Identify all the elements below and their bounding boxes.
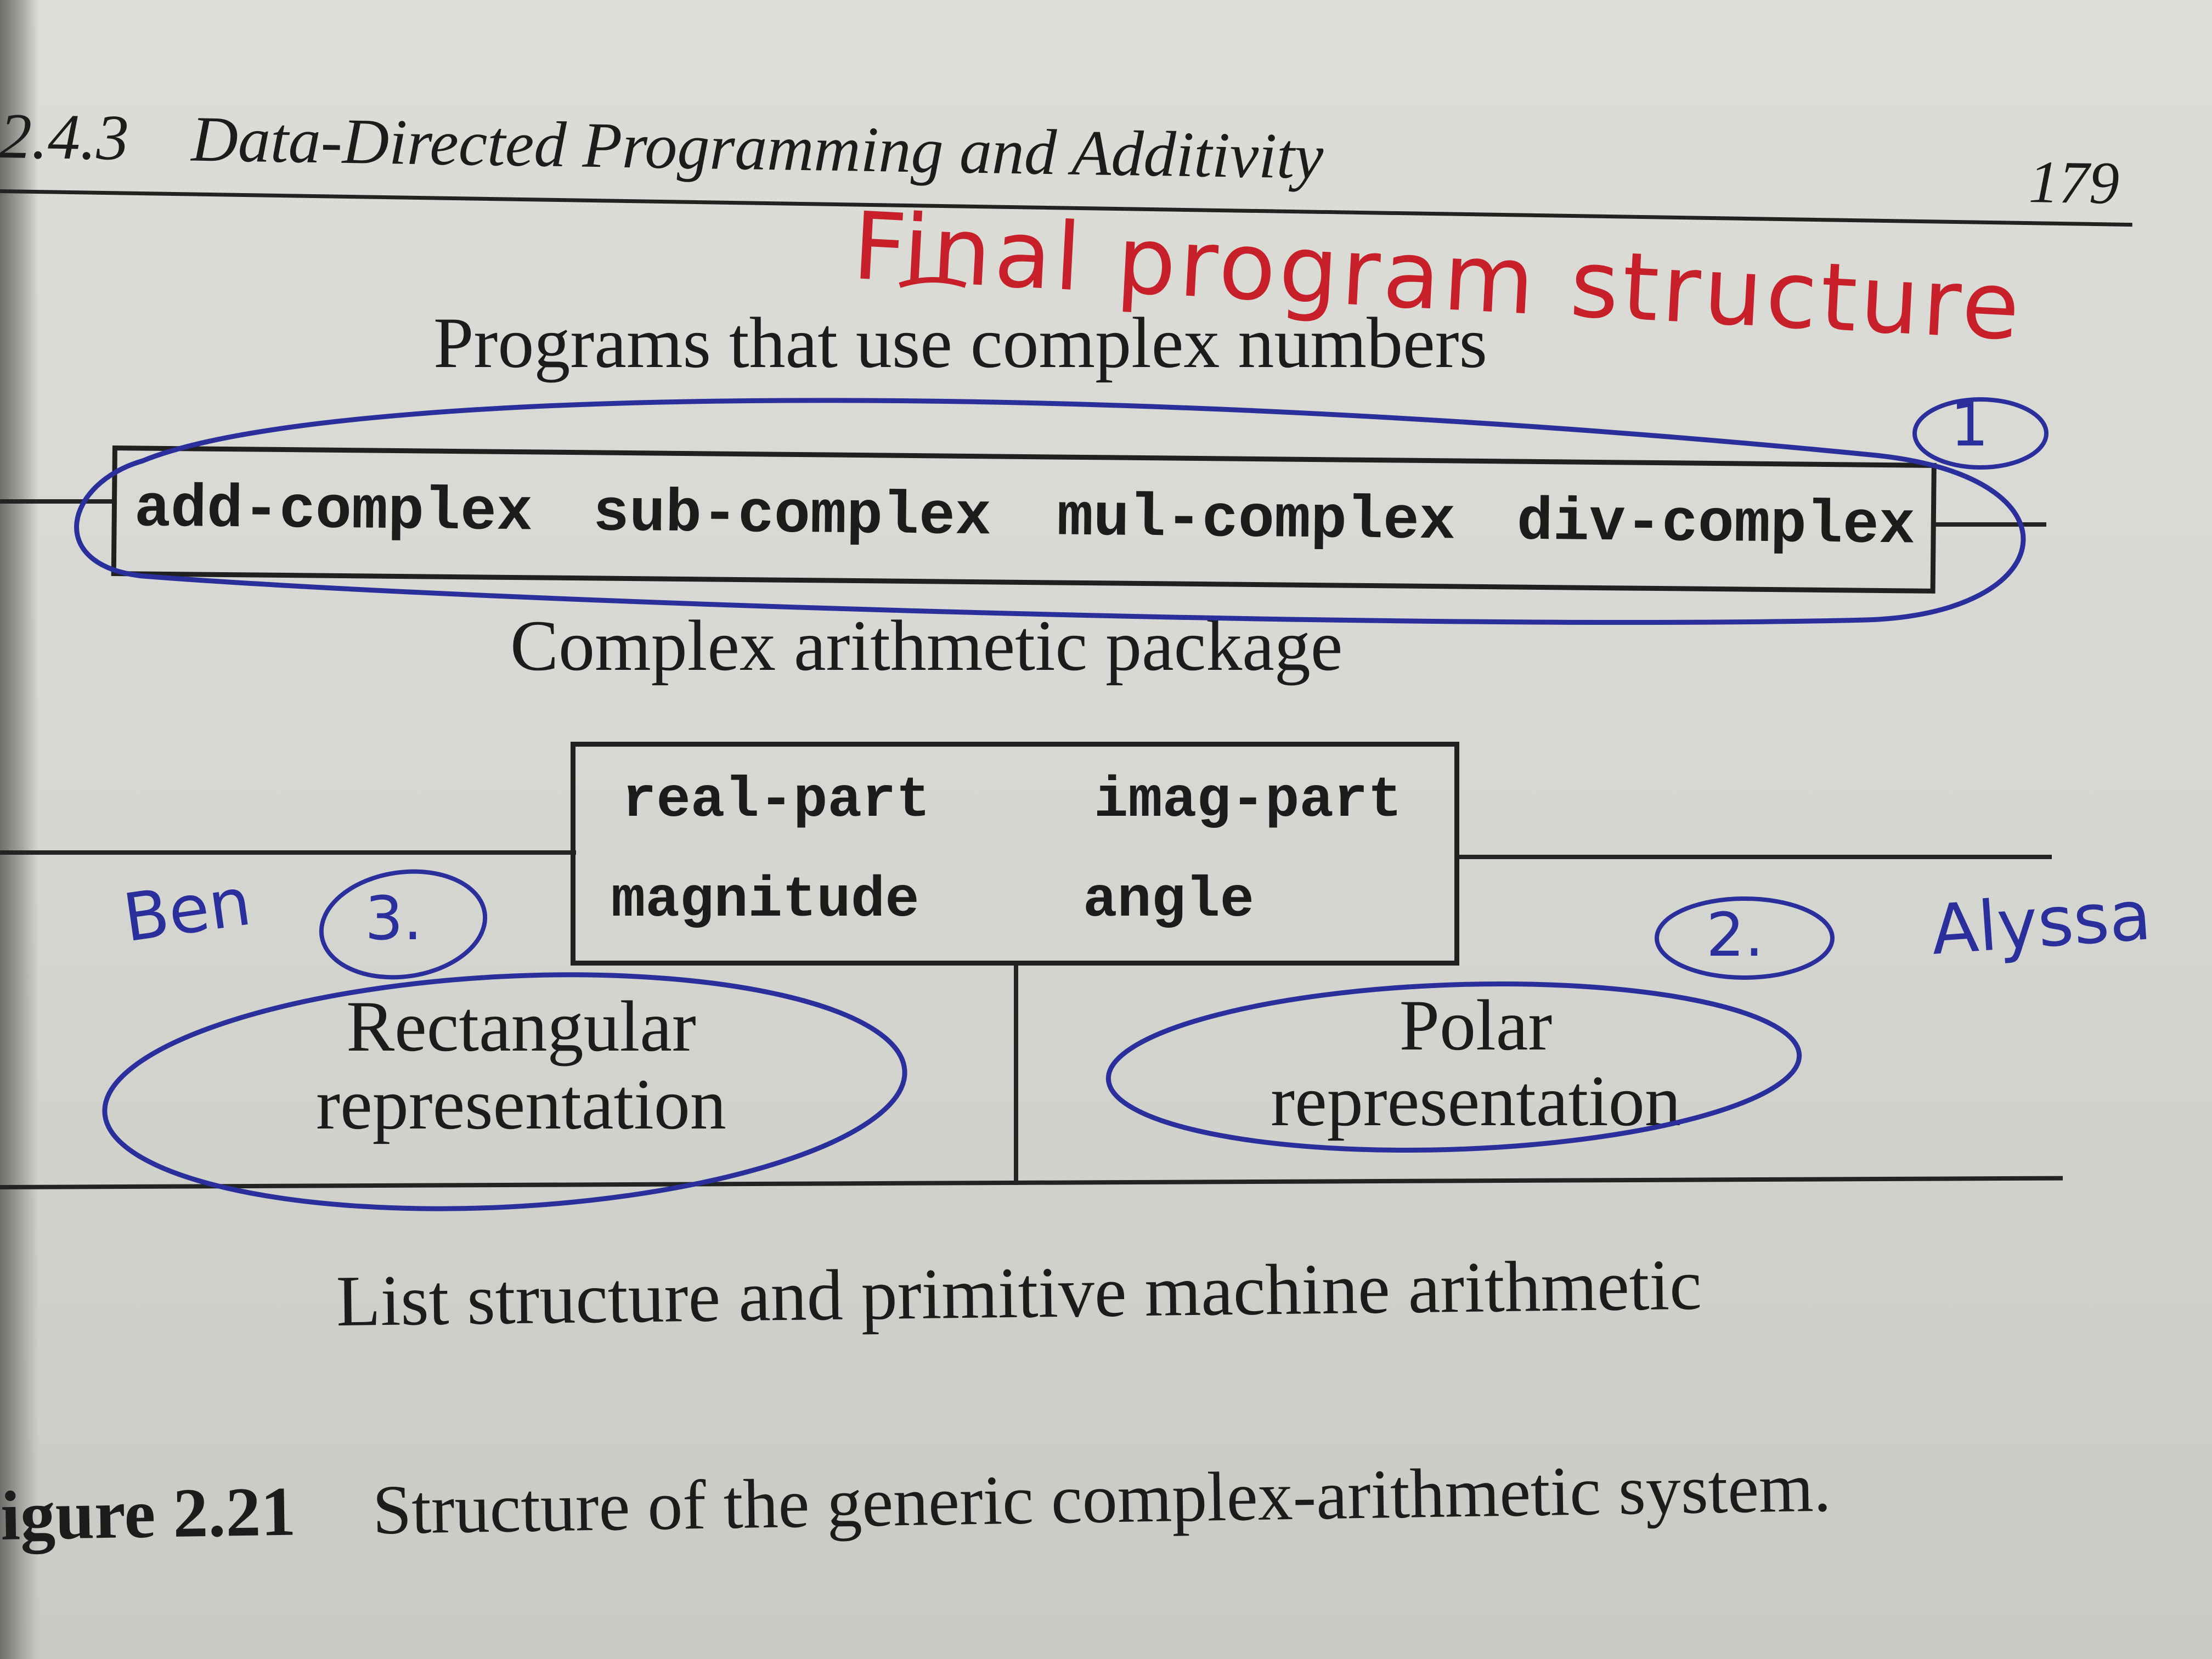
polar-line2: representation [1271,1060,1681,1141]
selector-box: real-part imag-part magnitude angle [571,742,1459,966]
middle-left-line [0,850,576,855]
marker-3-circle [319,869,488,980]
top-left-line [0,499,115,504]
red-title-stroke [899,277,967,288]
rectangular-representation: Rectangular representation [274,988,768,1143]
polar-circle [1105,981,1802,1153]
marker-2-label: 2. [1706,900,1764,970]
selector-real-part: real-part [622,769,930,833]
representation-divider [1014,966,1018,1185]
top-box-circle [74,398,2026,625]
page-binding-shadow [0,0,38,1659]
rectangular-line2: representation [316,1064,726,1144]
top-layer-label: Programs that use complex numbers [433,302,1487,383]
selector-imag-part: imag-part [1094,769,1402,833]
rectangular-line1: Rectangular [346,986,696,1066]
rectangular-circle [102,972,907,1211]
middle-right-line [1459,855,2052,859]
polar-representation: Polar representation [1223,988,1728,1139]
selector-magnitude: magnitude [611,868,919,933]
polar-line1: Polar [1399,985,1553,1065]
marker-1-circle [1912,397,2049,470]
marker-3-label: 3. [365,883,422,953]
top-right-line [1931,522,2046,527]
selector-angle: angle [1083,868,1255,933]
marker-2-circle [1655,896,1835,980]
